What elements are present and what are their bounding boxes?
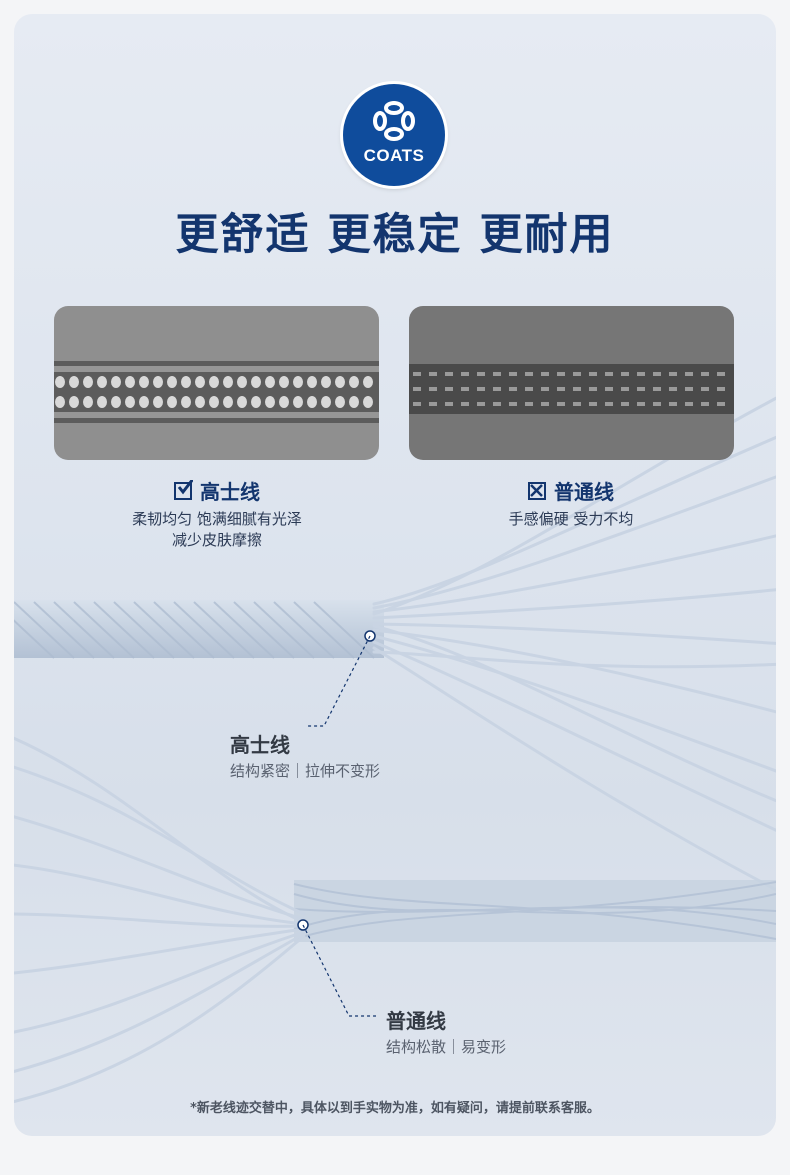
good-callout-title: 高士线 (230, 733, 290, 757)
good-callout-desc: 结构紧密｜拉伸不变形 (230, 762, 381, 780)
coats-label-desc-2: 减少皮肤摩擦 (171, 531, 262, 549)
bad-callout-desc: 结构松散｜易变形 (386, 1038, 507, 1056)
checkbox-checked-icon (174, 479, 193, 500)
headline: 更舒适 更稳定 更耐用 (175, 210, 615, 260)
coats-logo: COATS (343, 84, 445, 186)
coats-label: 高士线 柔韧均匀 饱满细腻有光泽 减少皮肤摩擦 (52, 476, 382, 551)
chain-emblem-icon (373, 101, 415, 141)
regular-label-title: 普通线 (554, 480, 614, 504)
regular-stitch-photo (409, 306, 734, 460)
footnote: *新老线迹交替中，具体以到手实物为准，如有疑问，请提前联系客服。 (190, 1101, 600, 1116)
coats-label-title: 高士线 (200, 480, 260, 504)
coats-stitch-photo (54, 306, 379, 460)
logo-text: COATS (363, 146, 425, 165)
product-card: COATS 更舒适 更稳定 更耐用 (14, 14, 776, 1136)
coats-label-desc-1: 柔韧均匀 饱满细腻有光泽 (132, 510, 302, 528)
regular-label: 普通线 手感偏硬 受力不均 (406, 476, 736, 530)
checkbox-crossed-icon (528, 481, 546, 500)
bad-callout-title: 普通线 (386, 1009, 446, 1033)
regular-label-desc-1: 手感偏硬 受力不均 (508, 510, 634, 528)
